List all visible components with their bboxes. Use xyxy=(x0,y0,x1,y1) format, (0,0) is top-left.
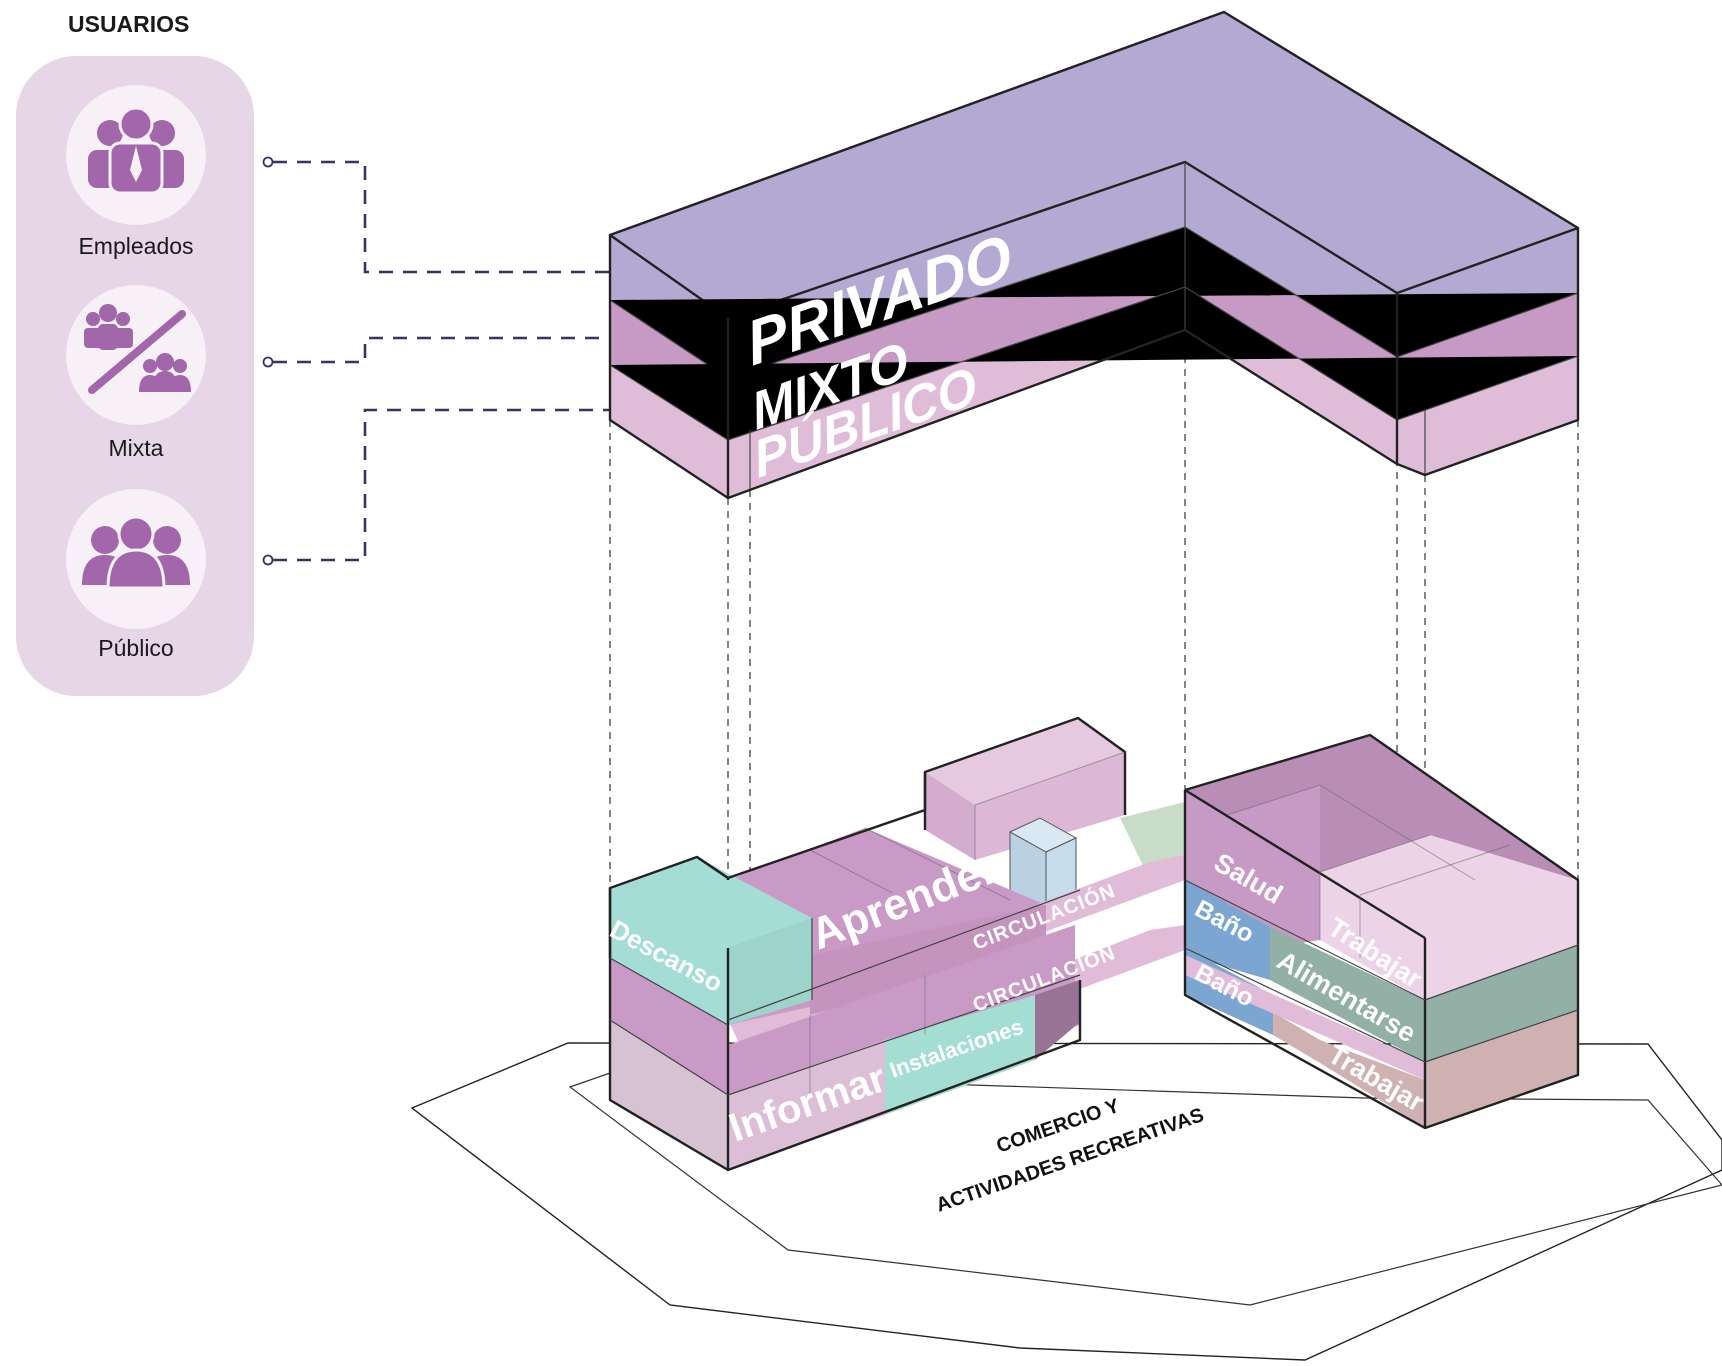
dark-strip-face xyxy=(1035,980,1080,1060)
rear-box-side xyxy=(925,772,975,860)
connector-publico-publico xyxy=(273,408,610,562)
informar-face xyxy=(728,1040,885,1170)
right-end-brown xyxy=(1425,1010,1578,1128)
connector-dot-publico xyxy=(262,554,274,566)
upper-block: PRIVADO MIXTO PÚBLICO xyxy=(608,10,1580,500)
alimentarse-face xyxy=(1270,927,1425,1062)
legend-label-empleados: Empleados xyxy=(78,233,193,259)
connector-mixta-mixto xyxy=(273,336,610,364)
descanso-side xyxy=(610,888,728,1025)
trabajar-upper-front xyxy=(1425,880,1578,1000)
connector-dot-empleados xyxy=(262,156,274,168)
mixed-users-icon xyxy=(84,304,191,394)
employees-icon xyxy=(88,106,184,195)
users-legend: USUARIOS Empleados xyxy=(16,11,254,696)
right-end-green xyxy=(1425,945,1578,1062)
connector-dot-mixta xyxy=(262,356,274,368)
trabajar-lower-face xyxy=(1320,1040,1425,1128)
left-end-lower xyxy=(610,1020,728,1170)
upper-right-publico-face xyxy=(1397,356,1578,475)
trabajar-lower-side xyxy=(1273,1012,1320,1063)
legend-label-mixta: Mixta xyxy=(109,435,164,461)
legend-title: USUARIOS xyxy=(68,11,189,37)
descanso-front xyxy=(728,918,812,1025)
aprender-front-shade xyxy=(810,905,1046,1015)
legend-item-mixta: Mixta xyxy=(66,285,206,461)
circulation-strip-right xyxy=(1185,955,1425,1080)
legend-item-empleados: Empleados xyxy=(66,85,206,259)
descanso-roof xyxy=(610,857,812,948)
right-wing-trabajar-upper-face xyxy=(1320,872,1425,1000)
left-end-mid xyxy=(610,958,728,1095)
legend-connectors xyxy=(262,156,610,566)
bano-upper-face xyxy=(1185,880,1270,980)
connector-empleados-privado xyxy=(273,160,610,274)
public-group-icon xyxy=(82,515,190,590)
mid-front-face xyxy=(728,925,1075,1095)
legend-item-publico: Público xyxy=(66,489,206,661)
rear-box-roof xyxy=(925,718,1125,805)
instalaciones-face xyxy=(885,995,1035,1115)
legend-label-publico: Público xyxy=(98,635,173,661)
